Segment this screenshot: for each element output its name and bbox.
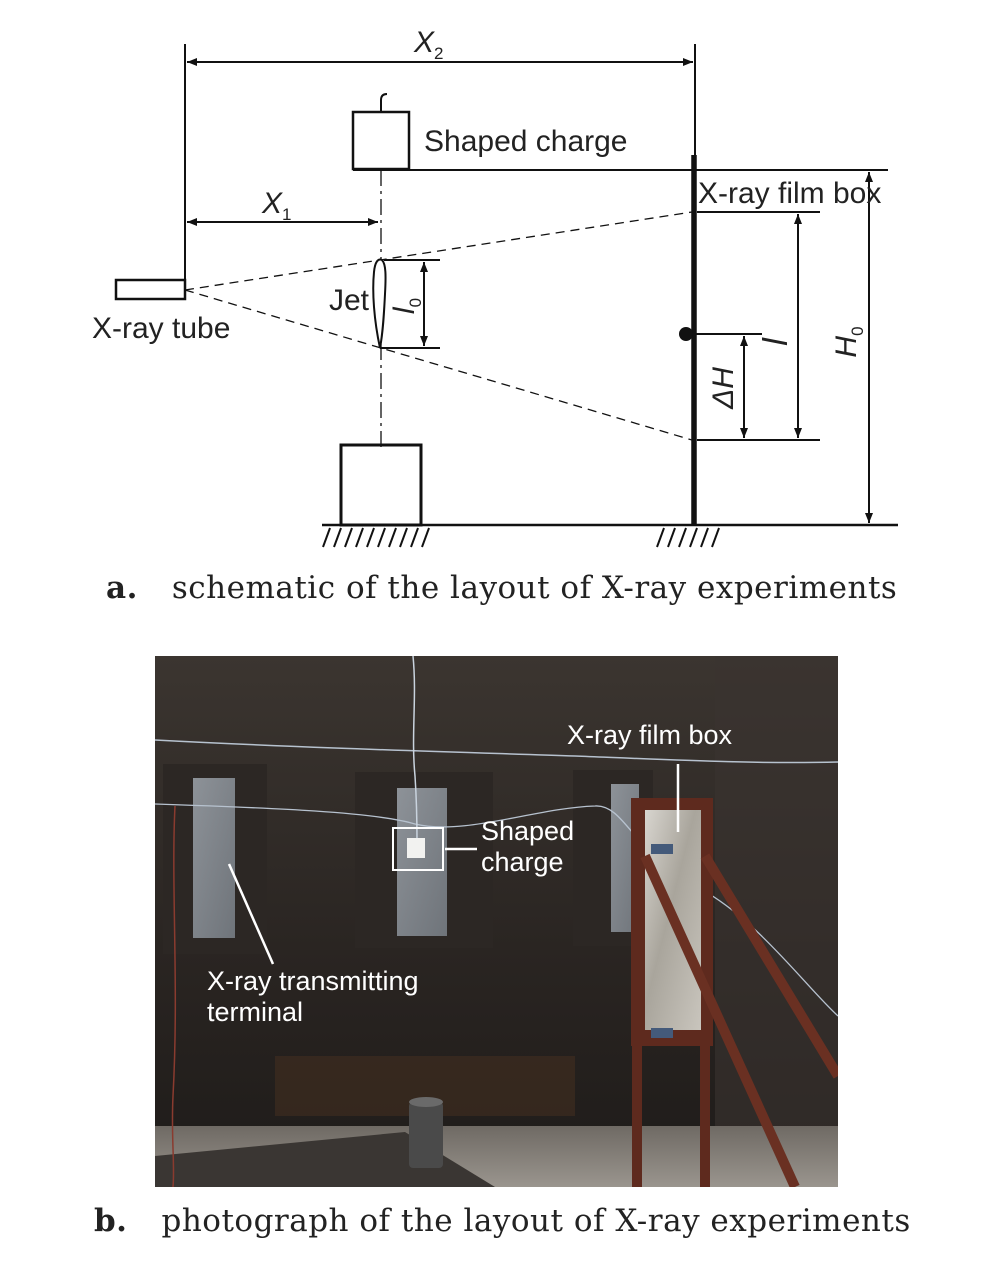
wire-top (155, 739, 838, 764)
jet-label: Jet (329, 284, 370, 317)
xray-beam-lower (184, 289, 693, 441)
center-plate (397, 788, 447, 936)
caption-b-letter: b. (94, 1203, 128, 1239)
x2-label: X2 (413, 26, 443, 63)
terminal-leader (227, 863, 275, 965)
target-block (339, 443, 423, 527)
wire-red (171, 805, 177, 1187)
photo-terminal-line2: terminal (207, 997, 304, 1027)
ground-hatch-right (656, 527, 720, 548)
shaped-charge-box (351, 110, 411, 171)
cylinder-top (409, 1097, 443, 1107)
xray-tube-label: X-ray tube (92, 312, 230, 345)
frame-brace-2 (700, 853, 838, 1079)
delta-h-label: ΔH (707, 367, 740, 410)
wall-band-right (715, 656, 838, 1187)
photo-scene (155, 656, 838, 1187)
photo-shaped-charge-line2: charge (481, 847, 564, 877)
jet-shape (372, 258, 387, 349)
cylinder-target (409, 1102, 443, 1168)
l-label: l (757, 337, 795, 346)
shaped-charge-body (407, 838, 425, 858)
shaped-charge-highlight-box (392, 827, 444, 871)
film-clip-top (651, 844, 673, 854)
layout-schematic: X2 X1 Shaped charge X-ray film box X-ray… (92, 26, 898, 548)
film-box-label: X-ray film box (698, 177, 881, 210)
photo-shaped-charge-line1: Shaped (481, 816, 575, 846)
photo-terminal-line1: X-ray transmitting (207, 966, 419, 996)
caption-a-text: schematic of the layout of X-ray experim… (171, 570, 898, 606)
photo-film-box-label: X-ray film box (567, 720, 733, 750)
ground-hatch-left (322, 527, 430, 548)
detonator-wire (380, 93, 388, 112)
caption-b-text: photograph of the layout of X-ray experi… (161, 1203, 911, 1239)
caption-a-letter: a. (106, 570, 138, 606)
film-box-marker (679, 327, 693, 341)
l0-label: l0 (388, 298, 425, 314)
transmitting-terminal-plate (193, 778, 235, 938)
shaped-charge-label: Shaped charge (424, 125, 628, 158)
detonator-wire-photo (412, 656, 418, 843)
xray-tube-rect (114, 278, 187, 301)
caption-a: a. schematic of the layout of X-ray exper… (106, 570, 897, 606)
frame-brace-1 (640, 853, 800, 1187)
film-clip-bottom (651, 1028, 673, 1038)
xray-beam-upper (184, 211, 693, 291)
x1-label: X1 (261, 187, 291, 224)
h0-label: H0 (830, 326, 867, 357)
caption-b: b. photograph of the layout of X-ray expe… (94, 1203, 911, 1239)
